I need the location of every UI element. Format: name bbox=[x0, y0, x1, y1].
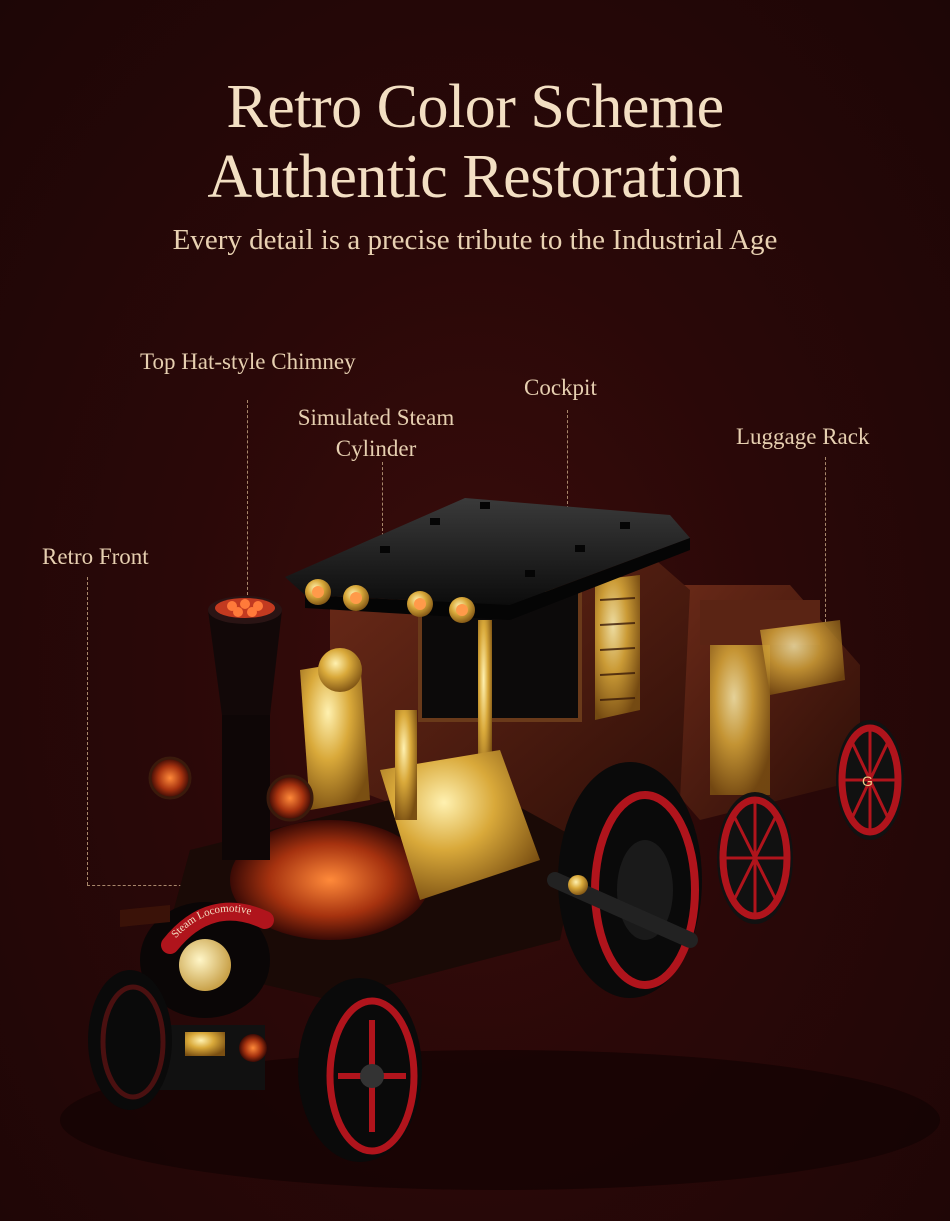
rear-wheel-2: G bbox=[836, 720, 904, 840]
callout-luggage-rack: Luggage Rack bbox=[736, 424, 870, 449]
ground-shadow bbox=[60, 1050, 940, 1190]
front-wheel-left bbox=[88, 970, 172, 1110]
chimney bbox=[208, 596, 282, 860]
callout-retro-front: Retro Front bbox=[42, 544, 149, 569]
side-lamp-left bbox=[148, 756, 192, 800]
headline-line-2: Authentic Restoration bbox=[207, 143, 743, 211]
luggage-section bbox=[665, 585, 860, 820]
rear-wheel-1 bbox=[717, 792, 793, 924]
callout-cockpit: Cockpit bbox=[524, 375, 597, 400]
headline-line-1: Retro Color Scheme bbox=[226, 73, 724, 141]
cab-roof bbox=[285, 498, 690, 620]
leader-chimney bbox=[247, 400, 248, 600]
callout-steam-cylinder: Simulated Steam Cylinder bbox=[280, 402, 472, 464]
callout-chimney: Top Hat-style Chimney bbox=[140, 349, 356, 374]
roof-lamps bbox=[305, 579, 475, 623]
steam-locomotive-illustration: G bbox=[60, 498, 940, 1190]
callout-steam-cylinder-line-2: Cylinder bbox=[335, 436, 417, 461]
leader-retro-front-horizontal bbox=[87, 885, 187, 886]
leader-luggage-rack bbox=[825, 457, 826, 622]
front-wheel-right bbox=[298, 978, 422, 1162]
wheel-letter: G bbox=[862, 773, 873, 789]
boiler bbox=[160, 648, 580, 1000]
headlamp bbox=[179, 939, 231, 991]
subtitle: Every detail is a precise tribute to the… bbox=[172, 224, 778, 256]
callout-steam-cylinder-line-1: Simulated Steam bbox=[297, 405, 455, 430]
rod-pin bbox=[568, 875, 588, 895]
leader-steam-cylinder bbox=[382, 462, 383, 592]
leader-retro-front bbox=[87, 577, 88, 885]
side-lamp-right bbox=[266, 774, 314, 822]
